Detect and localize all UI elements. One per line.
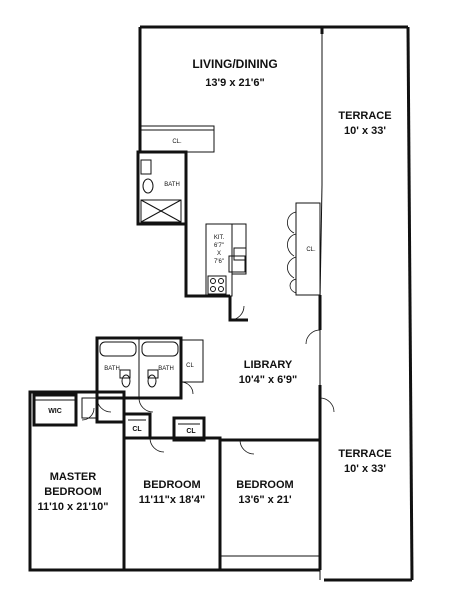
terrace-bottom-name: TERRACE	[338, 448, 391, 460]
living-right-wall	[319, 27, 324, 301]
middle-bedroom-dims: 11'11"x 18'4"	[139, 494, 205, 506]
kitchen-walls	[184, 223, 247, 298]
bath-right-label: BATH	[158, 366, 174, 372]
closet-living-label: CL.	[172, 139, 182, 145]
terrace-top-name: TERRACE	[338, 110, 391, 122]
master-bedroom-name-line1: MASTER	[50, 471, 97, 483]
terrace-closet	[287, 202, 321, 296]
wic-label: WIC	[48, 408, 62, 415]
bath-top-label: BATH	[164, 182, 180, 188]
kitchen-dims-line2: X	[217, 251, 221, 257]
living-dining-walls	[138, 25, 323, 153]
living-dining-dims: 13'9 x 21'6"	[205, 77, 264, 89]
library-dims: 10'4" x 6'9"	[239, 374, 297, 386]
library-name: LIBRARY	[244, 359, 293, 371]
terrace-bottom-dims: 10' x 33'	[344, 463, 386, 475]
top-bath-walls	[136, 150, 188, 226]
living-dining-name: LIVING/DINING	[192, 57, 277, 71]
closet-terrace-label: CL.	[306, 247, 316, 253]
closet-bed2-label: CL	[186, 428, 196, 435]
middle-bedroom-name: BEDROOM	[143, 479, 200, 491]
master-bedroom-dims: 11'10 x 21'10"	[37, 501, 108, 513]
kitchen-dims-line3: 7'6"	[214, 259, 224, 265]
kitchen-dims-line1: 6'7"	[214, 243, 224, 249]
master-bedroom-name-line2: BEDROOM	[44, 486, 101, 498]
closet-bed1-label: CL	[132, 426, 142, 433]
closet-hall-label: CL	[186, 363, 194, 369]
bath-left-label: BATH	[104, 366, 120, 372]
right-bedroom-walls	[218, 438, 322, 572]
library-walls	[228, 295, 335, 440]
twin-baths	[95, 336, 204, 413]
terrace-top-dims: 10' x 33'	[344, 125, 386, 137]
right-bedroom-name: BEDROOM	[236, 479, 293, 491]
right-bedroom-dims: 13'6" x 21'	[238, 494, 292, 506]
kitchen-name: KIT.	[214, 235, 225, 241]
